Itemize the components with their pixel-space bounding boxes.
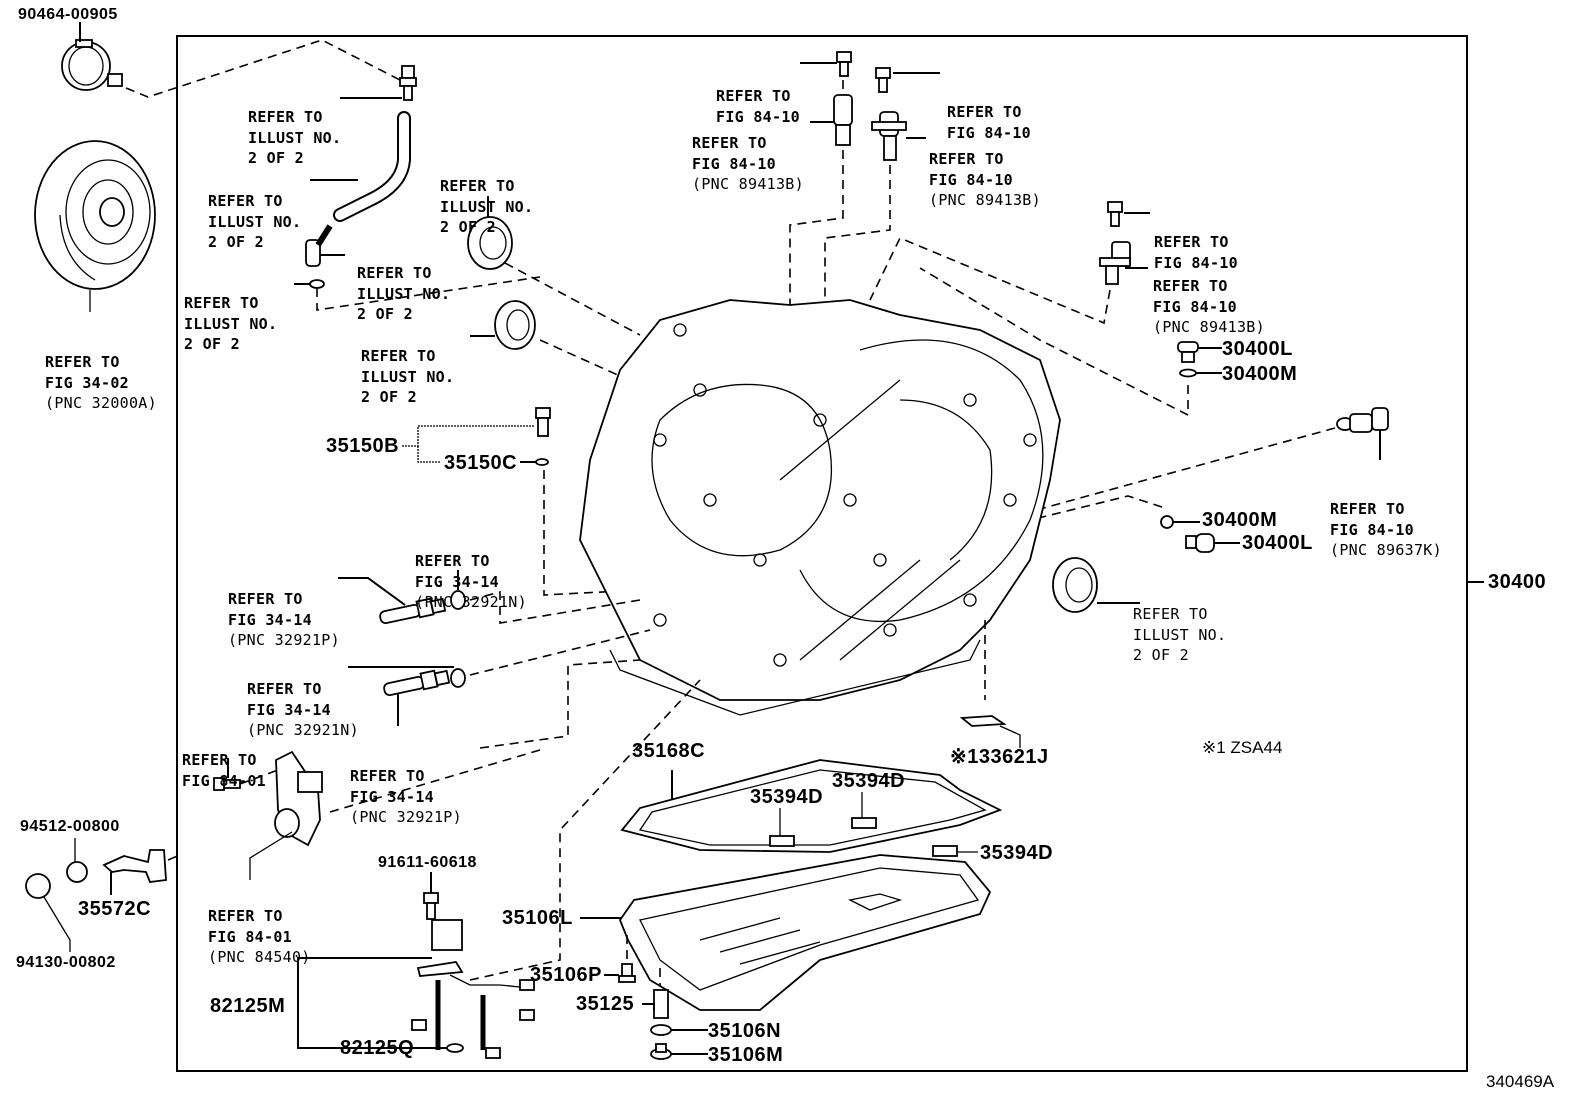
part-number-wire-harness[interactable]: 82125M	[210, 995, 286, 1017]
union-icon	[305, 224, 333, 267]
speed-sensor-icon	[1336, 407, 1389, 433]
assembly-number[interactable]: 30400	[1488, 571, 1547, 593]
label-plate-icon	[959, 715, 1007, 727]
oring-icon	[446, 1043, 464, 1053]
part-number-oil-pan[interactable]: 35106L	[502, 907, 573, 929]
part-number-dipstick-group[interactable]: 35150B	[326, 435, 400, 457]
washer-icon	[66, 861, 88, 883]
breather-hose-icon	[333, 111, 411, 222]
oil-seal-icon	[1052, 557, 1098, 613]
bracket-icon	[102, 849, 167, 883]
magnet-icon	[932, 845, 958, 857]
part-number-magnet-1[interactable]: 35394D	[750, 786, 824, 808]
part-number-pan-gasket[interactable]: 35168C	[632, 740, 706, 762]
speed-sensor-icon	[871, 111, 907, 161]
part-number-washer[interactable]: 94512-00800	[20, 818, 120, 835]
part-number-drain-pipe[interactable]: 35125	[576, 993, 635, 1015]
plug-bolt-icon	[1185, 533, 1215, 553]
cooler-union-icon	[379, 597, 447, 624]
nut-icon	[25, 873, 51, 899]
part-number-magnet-3[interactable]: 35394D	[980, 842, 1054, 864]
part-number-bolt-wire[interactable]: 91611-60618	[378, 854, 477, 871]
wire-harness-icon	[411, 919, 535, 1059]
part-number-label[interactable]: ※133621J	[950, 746, 1049, 768]
bolt-icon	[618, 963, 636, 983]
drain-pipe-icon	[653, 989, 669, 1019]
sensor-bolt-icon	[875, 67, 891, 93]
part-number-plug-lower[interactable]: 30400L	[1242, 532, 1313, 554]
magnet-icon	[851, 817, 877, 829]
speed-sensor-icon	[1099, 241, 1131, 285]
oring-icon	[450, 668, 466, 688]
footnote: ※1 ZSA44	[1202, 738, 1283, 757]
sensor-bolt-icon	[1107, 201, 1123, 227]
oring-icon	[450, 590, 466, 610]
clamp-icon	[61, 39, 123, 91]
oring-icon	[1179, 368, 1197, 378]
bolt-icon	[423, 892, 439, 920]
oil-pan-icon	[618, 854, 992, 1011]
speed-sensor-icon	[833, 94, 853, 146]
dipstick-icon	[535, 407, 551, 437]
oil-seal-icon	[494, 300, 536, 350]
oring-icon	[309, 279, 325, 289]
part-number-dipstick-oring[interactable]: 35150C	[444, 452, 518, 474]
plug-bolt-icon	[1177, 341, 1199, 363]
transaxle-assembly-icon	[579, 299, 1061, 716]
magnet-icon	[769, 835, 795, 847]
part-number-nut[interactable]: 94130-00802	[16, 954, 116, 971]
part-number-magnet-2[interactable]: 35394D	[832, 770, 906, 792]
part-number-clamp[interactable]: 90464-00905	[18, 6, 118, 23]
part-number-bracket[interactable]: 35572C	[78, 898, 152, 920]
cooler-union-icon	[383, 669, 451, 696]
oring-icon	[1160, 515, 1174, 529]
part-number-drain-gasket[interactable]: 35106N	[708, 1020, 782, 1042]
gasket-icon	[650, 1024, 672, 1036]
part-number-oring-lower[interactable]: 30400M	[1202, 509, 1278, 531]
neutral-switch-icon	[274, 750, 323, 847]
breather-plug-icon	[399, 65, 417, 101]
torque-converter-icon	[34, 140, 156, 290]
sensor-bolt-icon	[836, 51, 852, 77]
part-number-oring-upper[interactable]: 30400M	[1222, 363, 1298, 385]
oil-seal-icon	[467, 216, 513, 270]
assembly-frame	[176, 35, 1468, 1072]
part-number-harness-oring[interactable]: 82125Q	[340, 1037, 415, 1059]
illustration-id: 340469A	[1486, 1072, 1555, 1091]
drain-plug-icon	[650, 1043, 672, 1060]
part-number-plug-upper[interactable]: 30400L	[1222, 338, 1293, 360]
part-number-pan-bolt[interactable]: 35106P	[530, 964, 602, 986]
part-number-drain-plug[interactable]: 35106M	[708, 1044, 784, 1066]
